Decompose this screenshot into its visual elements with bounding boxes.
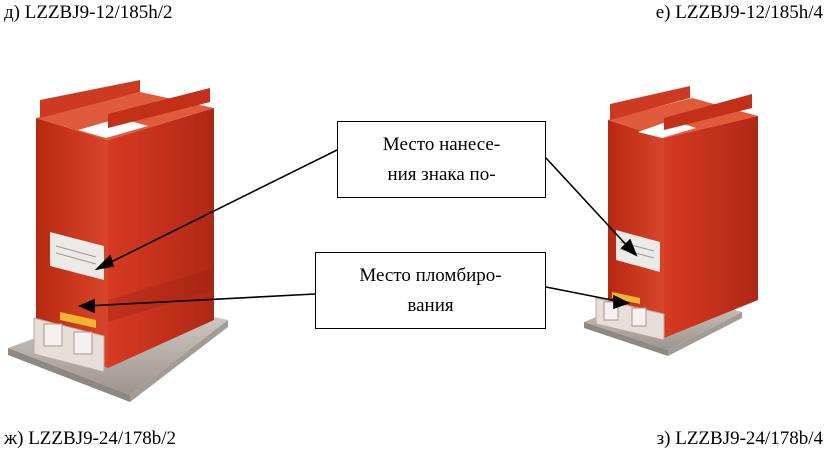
callout-sealing-line2: вания xyxy=(407,295,454,316)
callout-sealing-place: Место пломбиро- вания xyxy=(315,252,546,329)
caption-top-right: е) LZZBJ9-12/185h/4 xyxy=(655,2,823,23)
callout-marking-line2: ния знака по- xyxy=(387,164,496,185)
arrow-marking-left xyxy=(94,149,338,271)
callout-marking-place: Место нанесе- ния знака по- xyxy=(337,121,546,198)
callout-marking-line1: Место нанесе- xyxy=(382,134,501,155)
caption-bottom-right: з) LZZBJ9-24/178b/4 xyxy=(656,428,823,449)
transformer-left-image xyxy=(8,80,228,402)
arrow-seal-left xyxy=(77,293,316,314)
transformer-right-image xyxy=(584,86,758,356)
caption-bottom-left: ж) LZZBJ9-24/178b/2 xyxy=(4,428,176,449)
caption-top-left: д) LZZBJ9-12/185h/2 xyxy=(4,2,173,23)
arrow-marking-right xyxy=(545,157,638,257)
arrow-seal-right xyxy=(545,286,631,310)
callout-sealing-line1: Место пломбиро- xyxy=(359,265,502,286)
